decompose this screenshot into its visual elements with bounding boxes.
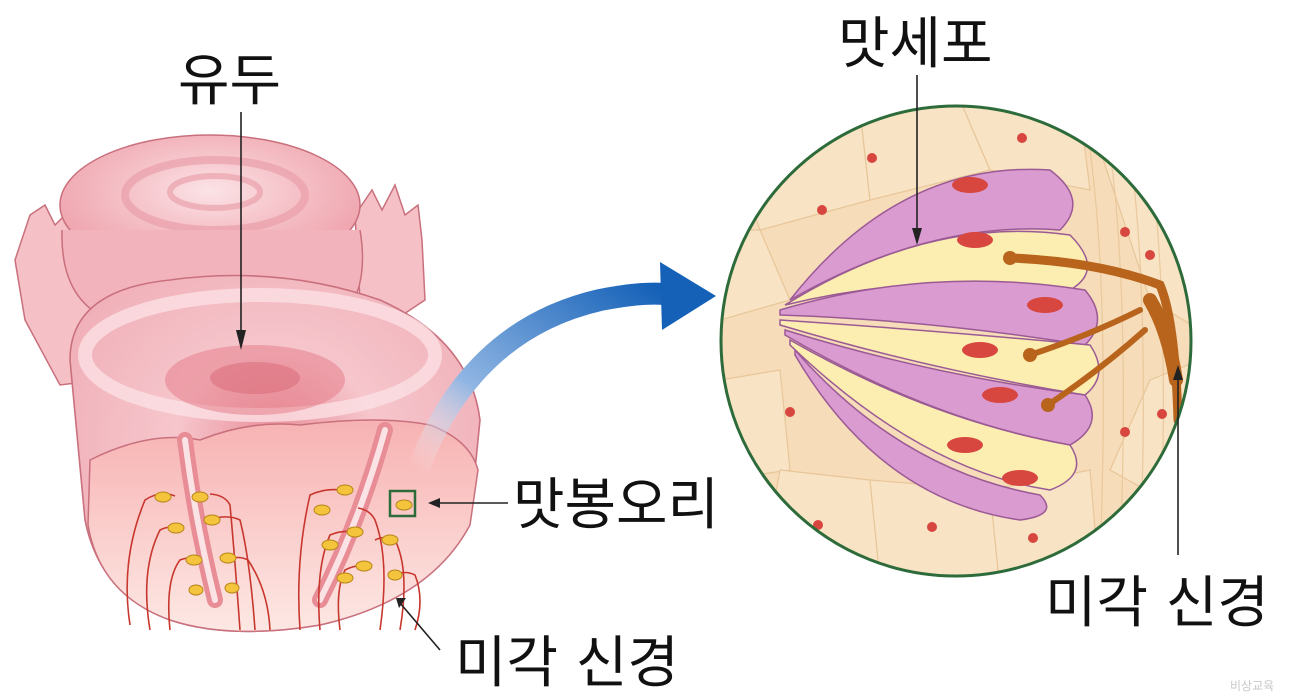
taste-bud-highlight-box: [388, 489, 417, 518]
zoom-arrow: [407, 262, 716, 474]
label-taste-bud: 맛봉오리: [513, 473, 719, 538]
leader-lines: [240, 75, 1179, 651]
label-papilla: 유두: [178, 49, 281, 114]
label-gustatory-nerve-left: 미각 신경: [455, 631, 679, 696]
papilla-illustration: [14, 134, 481, 633]
publisher-watermark: 비상교육: [1230, 679, 1274, 693]
label-taste-cell: 맛세포: [838, 12, 993, 77]
leader-arrowheads: [236, 228, 1183, 608]
magnified-taste-bud: [719, 104, 1193, 578]
label-gustatory-nerve-right: 미각 신경: [1045, 571, 1269, 636]
